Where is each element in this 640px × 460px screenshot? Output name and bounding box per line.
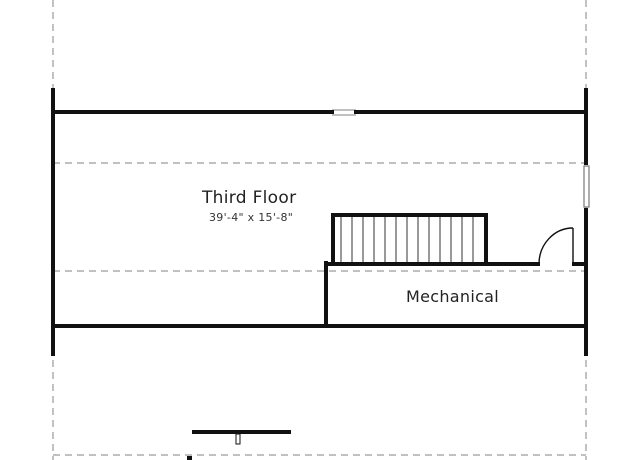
bottom-railing	[187, 430, 291, 460]
stair	[331, 213, 488, 264]
third-floor-dimensions: 39'-4" x 15'-8"	[209, 211, 294, 224]
exterior-walls	[51, 88, 588, 356]
door-swing	[538, 227, 574, 265]
window-right	[583, 165, 590, 208]
window-top	[332, 109, 356, 116]
walls	[51, 110, 588, 328]
third-floor-label: Third Floor	[202, 188, 297, 208]
dashed-outline	[52, 0, 587, 460]
mechanical-label: Mechanical	[406, 287, 500, 306]
